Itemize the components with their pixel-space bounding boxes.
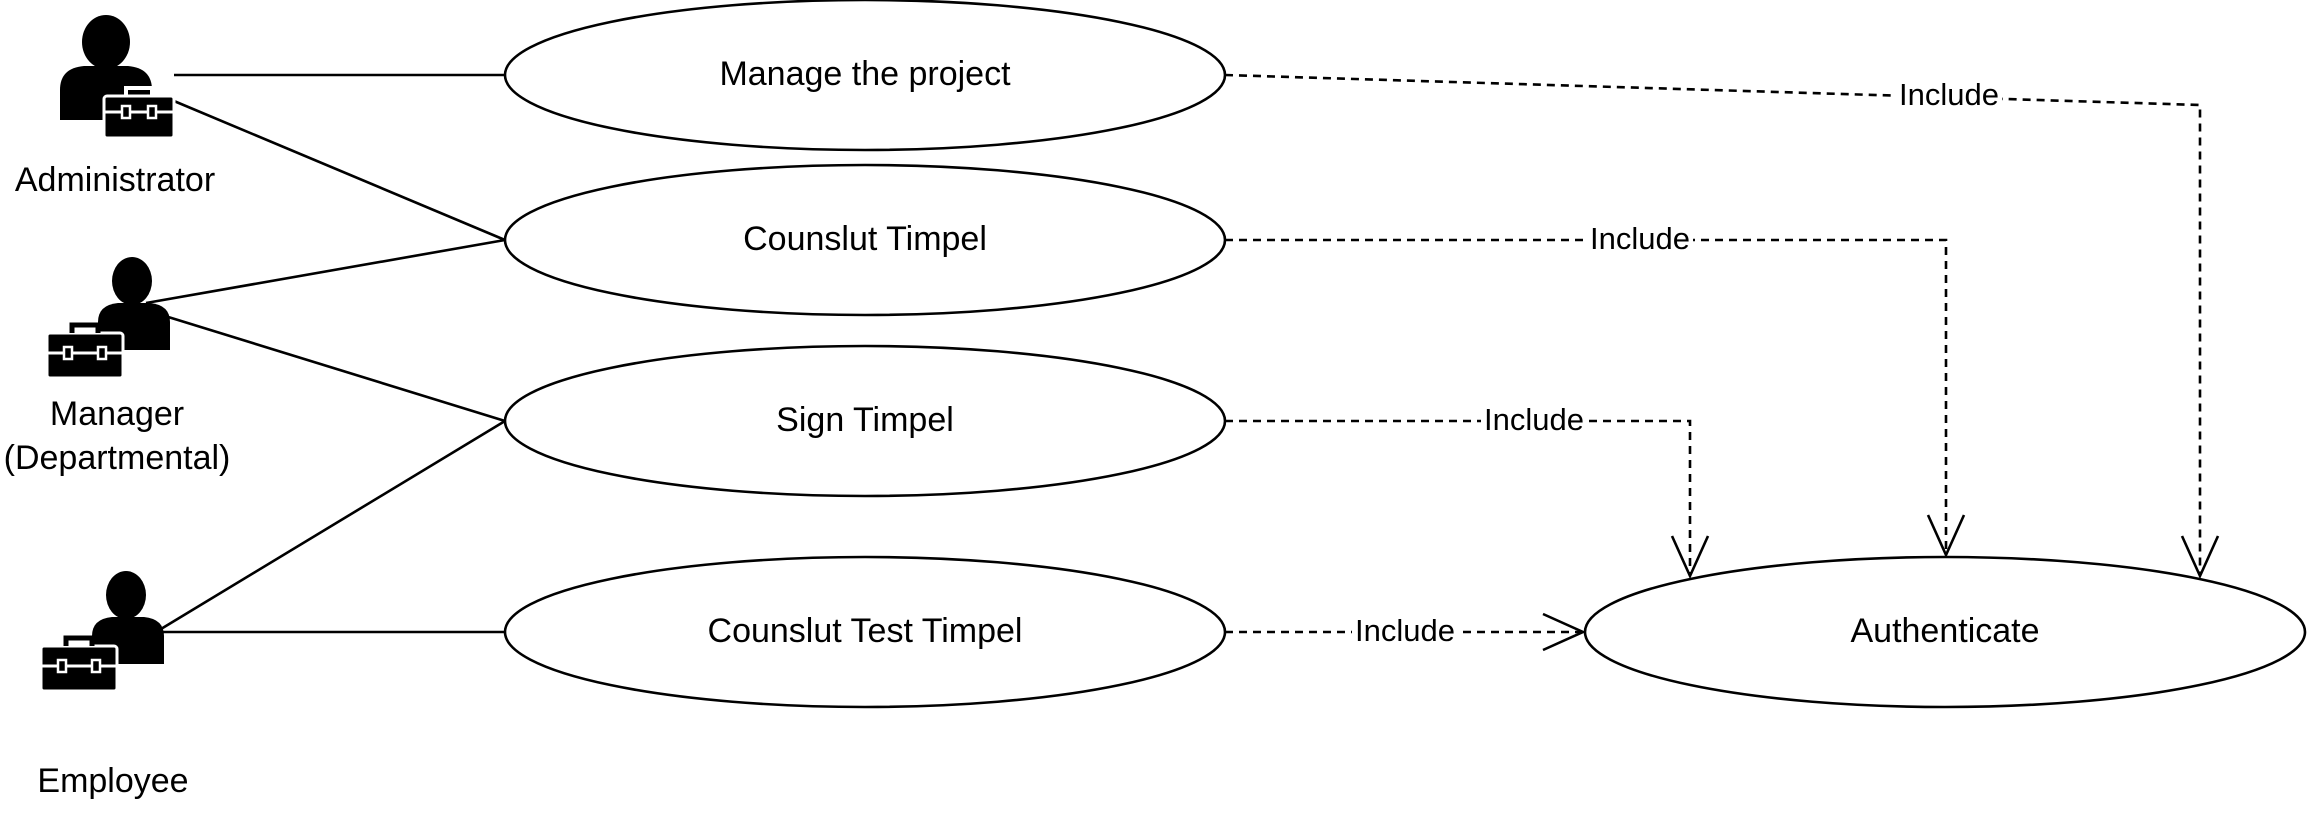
include-consult-authenticate[interactable]: Include <box>1225 221 1966 559</box>
assoc-employee-sign[interactable] <box>155 419 506 634</box>
use-case-consult-test-timpel[interactable]: Counslut Test Timpel <box>503 555 1227 709</box>
assoc-manager-consult[interactable] <box>145 238 506 305</box>
actor-administrator[interactable]: Administrator <box>15 15 215 199</box>
actor-label-line-1: Manager <box>50 395 184 433</box>
use-case-consult-timpel[interactable]: Counslut Timpel <box>503 163 1227 317</box>
include-sign-authenticate[interactable]: Include <box>1225 402 1710 580</box>
administrator-icon <box>60 15 176 140</box>
use-case-label: Authenticate <box>1850 612 2039 650</box>
actors: Administrator Manager (Departmental) <box>4 15 231 800</box>
use-case-authenticate[interactable]: Authenticate <box>1583 555 2307 709</box>
actor-label-line-2: (Departmental) <box>4 439 231 477</box>
include-consult-test-authenticate[interactable]: Include <box>1225 612 1587 652</box>
actor-label: Administrator <box>15 161 215 199</box>
use-case-label: Counslut Test Timpel <box>708 612 1023 650</box>
include-label-1: Include <box>1899 77 1999 112</box>
include-relations: Include Include Include Include <box>1224 73 2220 652</box>
use-cases: Manage the project Counslut Timpel Sign … <box>503 0 2307 709</box>
manager-icon <box>45 257 170 380</box>
assoc-manager-sign[interactable] <box>164 314 506 423</box>
use-case-manage-the-project[interactable]: Manage the project <box>503 0 1227 152</box>
use-case-sign-timpel[interactable]: Sign Timpel <box>503 344 1227 498</box>
include-label-2: Include <box>1590 221 1690 256</box>
employee-icon <box>39 571 164 693</box>
use-case-label: Counslut Timpel <box>743 220 987 258</box>
use-case-label: Sign Timpel <box>776 401 954 439</box>
assoc-admin-consult[interactable] <box>173 99 506 242</box>
actor-manager[interactable]: Manager (Departmental) <box>4 257 231 477</box>
actor-label: Employee <box>37 762 188 800</box>
actor-employee[interactable]: Employee <box>37 571 189 800</box>
associations <box>145 73 506 634</box>
include-manage-authenticate[interactable]: Include <box>1224 73 2220 580</box>
use-case-label: Manage the project <box>719 55 1011 93</box>
include-label-4: Include <box>1355 613 1455 648</box>
include-label-3: Include <box>1484 402 1584 437</box>
